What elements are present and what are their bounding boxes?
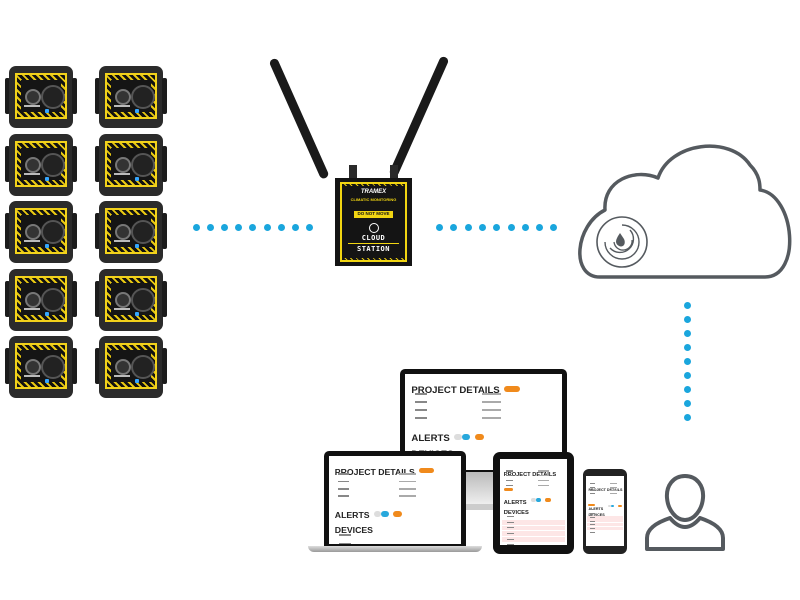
connector-dot <box>550 224 558 231</box>
connector-dot <box>536 224 544 231</box>
connector-dot <box>684 358 691 365</box>
sensor-device <box>5 268 77 331</box>
connector-dot <box>684 316 691 323</box>
antenna-base-right <box>390 165 398 180</box>
connector-dot <box>684 400 691 407</box>
sensor-device <box>5 66 77 128</box>
sensor-device <box>5 133 77 196</box>
connector-dot <box>684 372 691 379</box>
connector-dot <box>478 224 486 231</box>
station-subtitle: CLIMATIC MONITORING <box>350 197 397 202</box>
project-details-heading: PROJECT DETAILS <box>411 385 500 397</box>
tramex-logo-icon <box>596 216 648 268</box>
connector-dot <box>291 224 299 231</box>
connector-dot <box>684 386 691 393</box>
project-details-heading: PROJECT DETAILS <box>588 488 623 493</box>
connector-dot <box>464 224 472 231</box>
devices-heading: DEVICES <box>588 513 604 517</box>
devices-heading: DEVICES <box>334 524 373 535</box>
connector-dot <box>493 224 501 231</box>
laptop-base <box>308 546 482 552</box>
station-line1: CLOUD <box>361 234 386 242</box>
connector-dot <box>277 224 285 231</box>
antenna-left <box>268 57 330 180</box>
devices-heading: DEVICES <box>503 509 529 516</box>
connector-dot <box>684 414 691 421</box>
cloud-station: TRAMEX CLIMATIC MONITORING DO NOT MOVE C… <box>335 178 412 266</box>
alerts-heading: ALERTS <box>334 510 370 521</box>
phone-screen: PROJECT DETAILS ALERTS DEVICES <box>586 476 624 546</box>
connector-dot <box>221 224 229 231</box>
alerts-heading: ALERTS <box>503 500 527 507</box>
alerts-heading: ALERTS <box>588 507 604 512</box>
antenna-right <box>388 55 450 178</box>
cloud-icon <box>578 144 792 279</box>
tablet-screen: PROJECT DETAILS ALERTS DEVICES <box>500 459 567 545</box>
station-logo-icon <box>368 223 379 233</box>
station-warning: DO NOT MOVE <box>354 211 393 218</box>
sensor-device <box>95 201 167 263</box>
sensor-device <box>5 201 77 263</box>
sensor-device <box>5 336 77 398</box>
connector-dot <box>305 224 313 231</box>
laptop-screen: PROJECT DETAILS ALERTS DEVICES <box>329 456 461 544</box>
station-brand: TRAMEX <box>360 189 387 195</box>
station-line2: STATION <box>356 245 390 253</box>
sensor-device <box>95 268 167 331</box>
connector-dot <box>684 330 691 337</box>
connector-dot <box>436 224 443 231</box>
connector-dot <box>684 344 691 351</box>
project-details-heading: PROJECT DETAILS <box>503 471 557 478</box>
connector-dot <box>450 224 458 231</box>
connector-dot <box>263 224 271 231</box>
connector-dot <box>249 224 257 231</box>
connector-dot <box>235 224 243 231</box>
connector-dot <box>207 224 215 231</box>
monitor-foot <box>452 504 516 510</box>
sensor-device <box>95 133 167 196</box>
connector-dot <box>193 224 200 231</box>
connector-dot <box>521 224 529 231</box>
sensor-device <box>95 66 167 128</box>
connector-dot <box>507 224 515 231</box>
user-icon <box>645 473 725 551</box>
antenna-base-left <box>349 165 357 180</box>
project-details-heading: PROJECT DETAILS <box>334 466 415 477</box>
sensor-device <box>95 336 167 398</box>
alerts-heading: ALERTS <box>411 433 450 445</box>
connector-dot <box>684 302 691 309</box>
